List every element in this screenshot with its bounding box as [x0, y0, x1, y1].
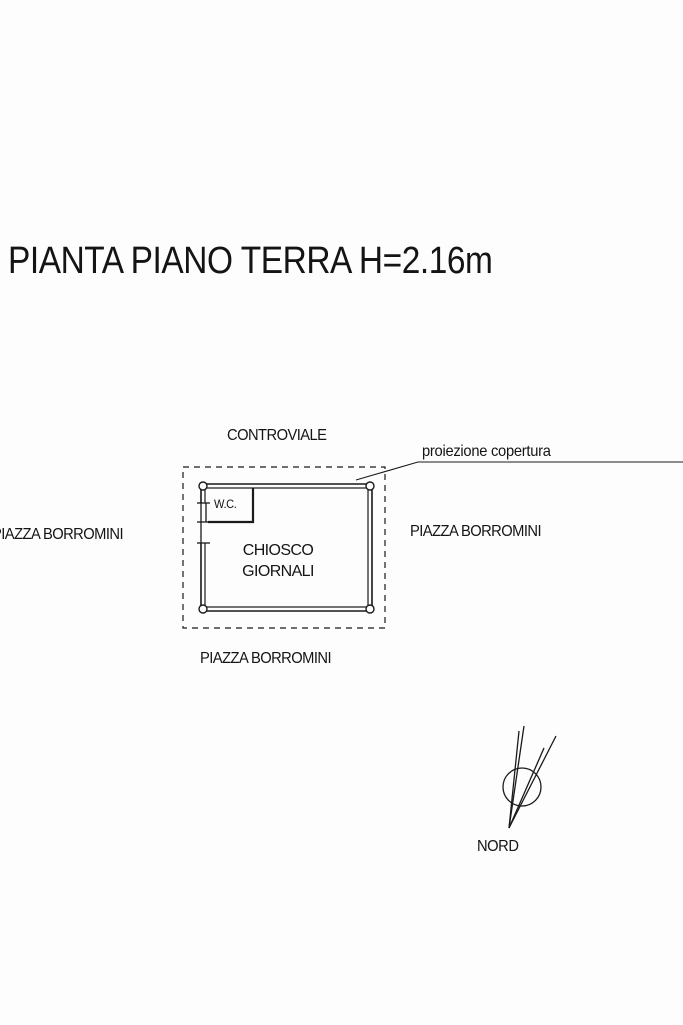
label-piazza-left: PIAZZA BORROMINI: [0, 526, 124, 543]
label-roof-projection: proiezione copertura: [422, 443, 551, 460]
north-arrow-icon: [502, 725, 557, 829]
label-piazza-bottom: PIAZZA BORROMINI: [200, 650, 332, 667]
corner-post-bottom-right: [365, 604, 375, 614]
drawing-title: PIANTA PIANO TERRA H=2.16m: [8, 240, 493, 282]
label-piazza-right: PIAZZA BORROMINI: [410, 523, 542, 540]
roof-projection-outline: [182, 466, 386, 629]
label-wc: W.C.: [214, 497, 237, 511]
roof-projection-leader: [355, 461, 683, 481]
door-opening: [199, 503, 208, 543]
label-kiosk-line2: GIORNALI: [242, 563, 314, 580]
corner-post-top-right: [365, 481, 375, 491]
wc-partition-wall: [205, 488, 255, 524]
label-kiosk: CHIOSCO GIORNALI: [228, 540, 328, 582]
kiosk-wall-inner: [204, 487, 369, 608]
label-kiosk-line1: CHIOSCO: [242, 542, 314, 559]
label-controviale: CONTROVIALE: [227, 427, 327, 444]
kiosk-wall-outer: [200, 483, 373, 612]
corner-post-bottom-left: [198, 604, 208, 614]
corner-post-top-left: [198, 481, 208, 491]
label-north: NORD: [477, 838, 519, 855]
